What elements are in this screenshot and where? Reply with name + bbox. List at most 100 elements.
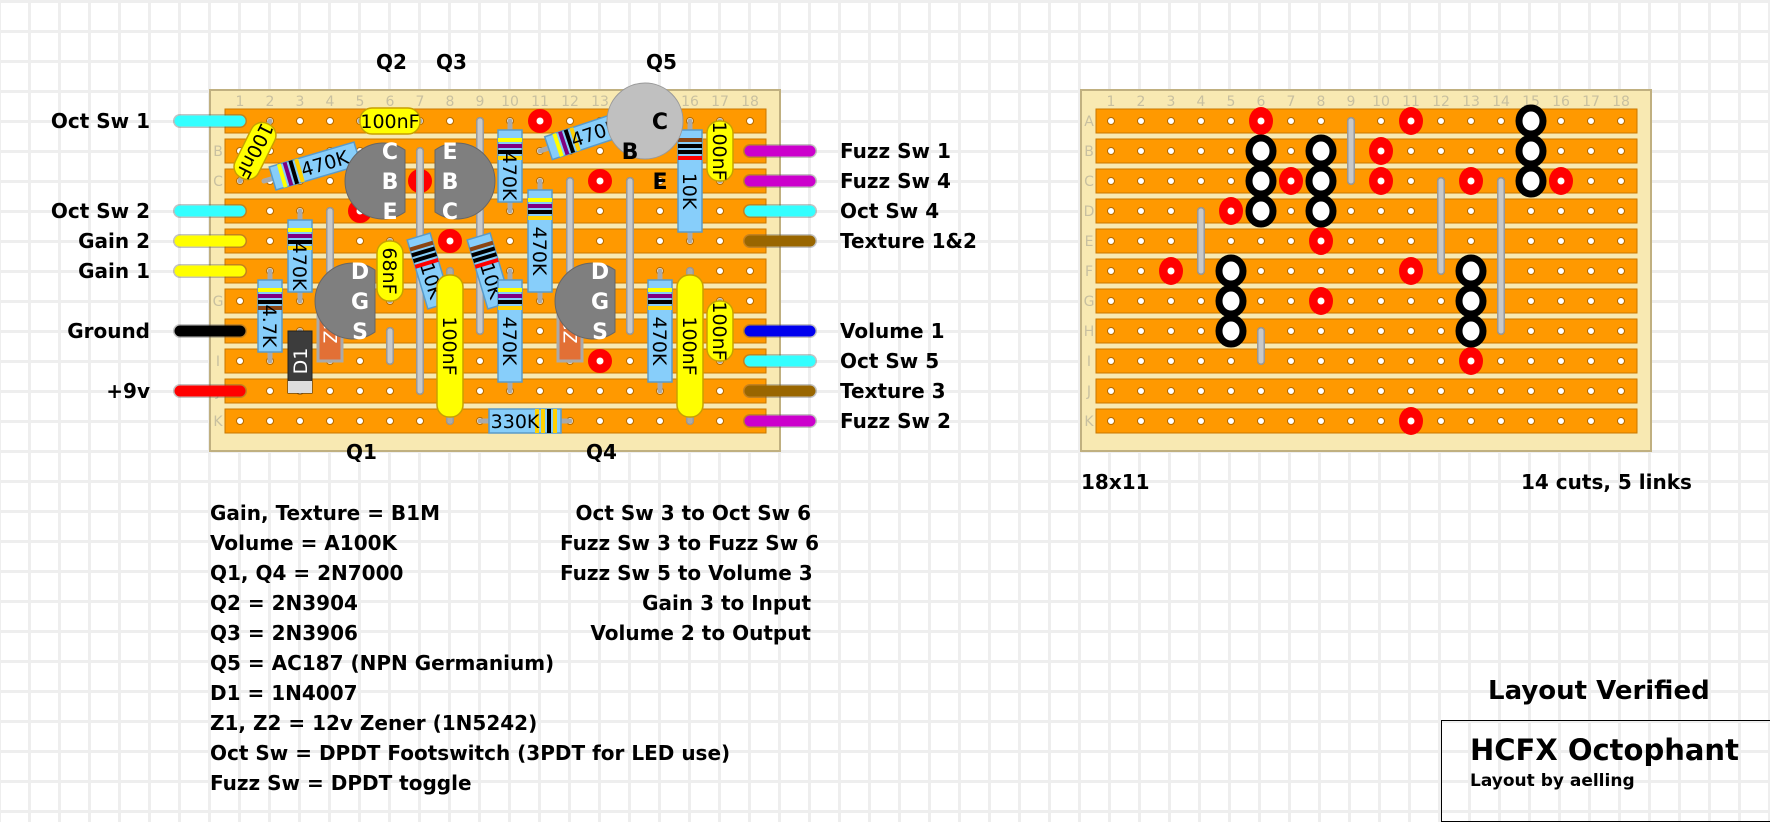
- row-letter: K: [1084, 414, 1094, 430]
- transistor-pin-label: G: [351, 290, 369, 315]
- hole: [1317, 357, 1325, 365]
- hole: [1347, 417, 1355, 425]
- hole: [1377, 267, 1385, 275]
- hole: [1617, 147, 1625, 155]
- parts-list-item: Z1, Z2 = 12v Zener (1N5242): [210, 711, 538, 735]
- hole: [386, 417, 394, 425]
- parts-list-item: Q1, Q4 = 2N7000: [210, 561, 404, 585]
- hole: [1527, 417, 1535, 425]
- hole: [356, 357, 364, 365]
- resistor-band: [498, 306, 522, 310]
- hole: [236, 297, 244, 305]
- resistor-band: [528, 198, 552, 202]
- hole: [1167, 117, 1175, 125]
- row-letter: I: [1087, 354, 1091, 370]
- hole: [716, 237, 724, 245]
- copper-strip: [224, 378, 767, 404]
- transistor-pin-label: C: [382, 140, 398, 165]
- column-number: 11: [531, 94, 549, 110]
- hole: [236, 417, 244, 425]
- hole: [1287, 207, 1295, 215]
- column-number: 3: [1167, 94, 1176, 110]
- hole: [1467, 117, 1475, 125]
- capacitor-value-label: 100nF: [708, 301, 730, 360]
- resistor-band: [558, 131, 570, 156]
- resistor-band: [469, 240, 494, 252]
- hole: [326, 417, 334, 425]
- transistor-pin-label: S: [352, 320, 368, 345]
- column-number: 13: [1462, 94, 1480, 110]
- hole: [596, 147, 604, 155]
- resistor-band: [678, 150, 702, 154]
- diode-label: D1: [290, 348, 312, 375]
- board-size-label: 18x11: [1081, 470, 1150, 494]
- column-number: 8: [446, 94, 455, 110]
- track-cut-hole: [1377, 147, 1385, 155]
- column-number: 10: [1372, 94, 1390, 110]
- layout-verified-label: Layout Verified: [1488, 676, 1710, 706]
- parts-list-item: Volume = A100K: [210, 531, 398, 555]
- hole: [1347, 297, 1355, 305]
- cut-summary-label: 14 cuts, 5 links: [1521, 470, 1692, 494]
- hole: [1407, 207, 1415, 215]
- hole: [656, 177, 664, 185]
- hole: [1437, 297, 1445, 305]
- copper-strip: [1095, 198, 1638, 224]
- resistor-band: [498, 300, 522, 304]
- hole: [1587, 387, 1595, 395]
- hole: [1167, 297, 1175, 305]
- row-letter: D: [1084, 204, 1095, 220]
- copper-strip: [1095, 348, 1638, 374]
- resistor-band: [553, 409, 557, 433]
- hole: [1467, 237, 1475, 245]
- column-number: 2: [266, 94, 275, 110]
- hole: [1467, 387, 1475, 395]
- right-wire-label: Fuzz Sw 2: [840, 409, 951, 433]
- hole: [1437, 417, 1445, 425]
- resistor-band: [528, 210, 552, 214]
- capacitor-value-label: 100nF: [708, 121, 730, 180]
- hole: [1197, 177, 1205, 185]
- parts-list-item: Q3 = 2N3906: [210, 621, 358, 645]
- transistor-body: [314, 262, 376, 340]
- hole: [1287, 387, 1295, 395]
- hole: [1347, 357, 1355, 365]
- pin-marker: [1455, 314, 1487, 348]
- hole: [1587, 147, 1595, 155]
- track-cut-hole: [1407, 267, 1415, 275]
- connection-note: Fuzz Sw 5 to Volume 3: [560, 561, 813, 585]
- hole: [1527, 267, 1535, 275]
- column-number: 7: [416, 94, 425, 110]
- capacitor-body: [359, 107, 421, 135]
- hole: [356, 387, 364, 395]
- resistor-band: [258, 288, 282, 292]
- resistor-band: [474, 257, 499, 269]
- hole: [1497, 417, 1505, 425]
- hole: [356, 417, 364, 425]
- connection-note: Fuzz Sw 3 to Fuzz Sw 6: [560, 531, 820, 555]
- hole: [1527, 297, 1535, 305]
- parts-list-item: D1 = 1N4007: [210, 681, 358, 705]
- hole: [1527, 327, 1535, 335]
- hole: [1137, 417, 1145, 425]
- hole: [1587, 417, 1595, 425]
- row-letter: G: [1084, 294, 1095, 310]
- hole: [1527, 207, 1535, 215]
- hole: [1377, 387, 1385, 395]
- column-number: 5: [1227, 94, 1236, 110]
- hole: [1467, 417, 1475, 425]
- hole: [566, 117, 574, 125]
- column-number: 18: [1612, 94, 1630, 110]
- hole: [1107, 387, 1115, 395]
- resistor-band: [411, 246, 436, 258]
- resistor-band: [294, 158, 305, 183]
- capacitor: 100nF: [359, 107, 421, 135]
- track-cut-hole: [1287, 177, 1295, 185]
- copper-strip: [1095, 138, 1638, 164]
- column-number: 16: [1552, 94, 1570, 110]
- transistor-body: [606, 82, 684, 160]
- diode-cathode-band: [288, 381, 312, 393]
- hole: [1557, 267, 1565, 275]
- parts-list-item: Oct Sw = DPDT Footswitch (3PDT for LED u…: [210, 741, 731, 765]
